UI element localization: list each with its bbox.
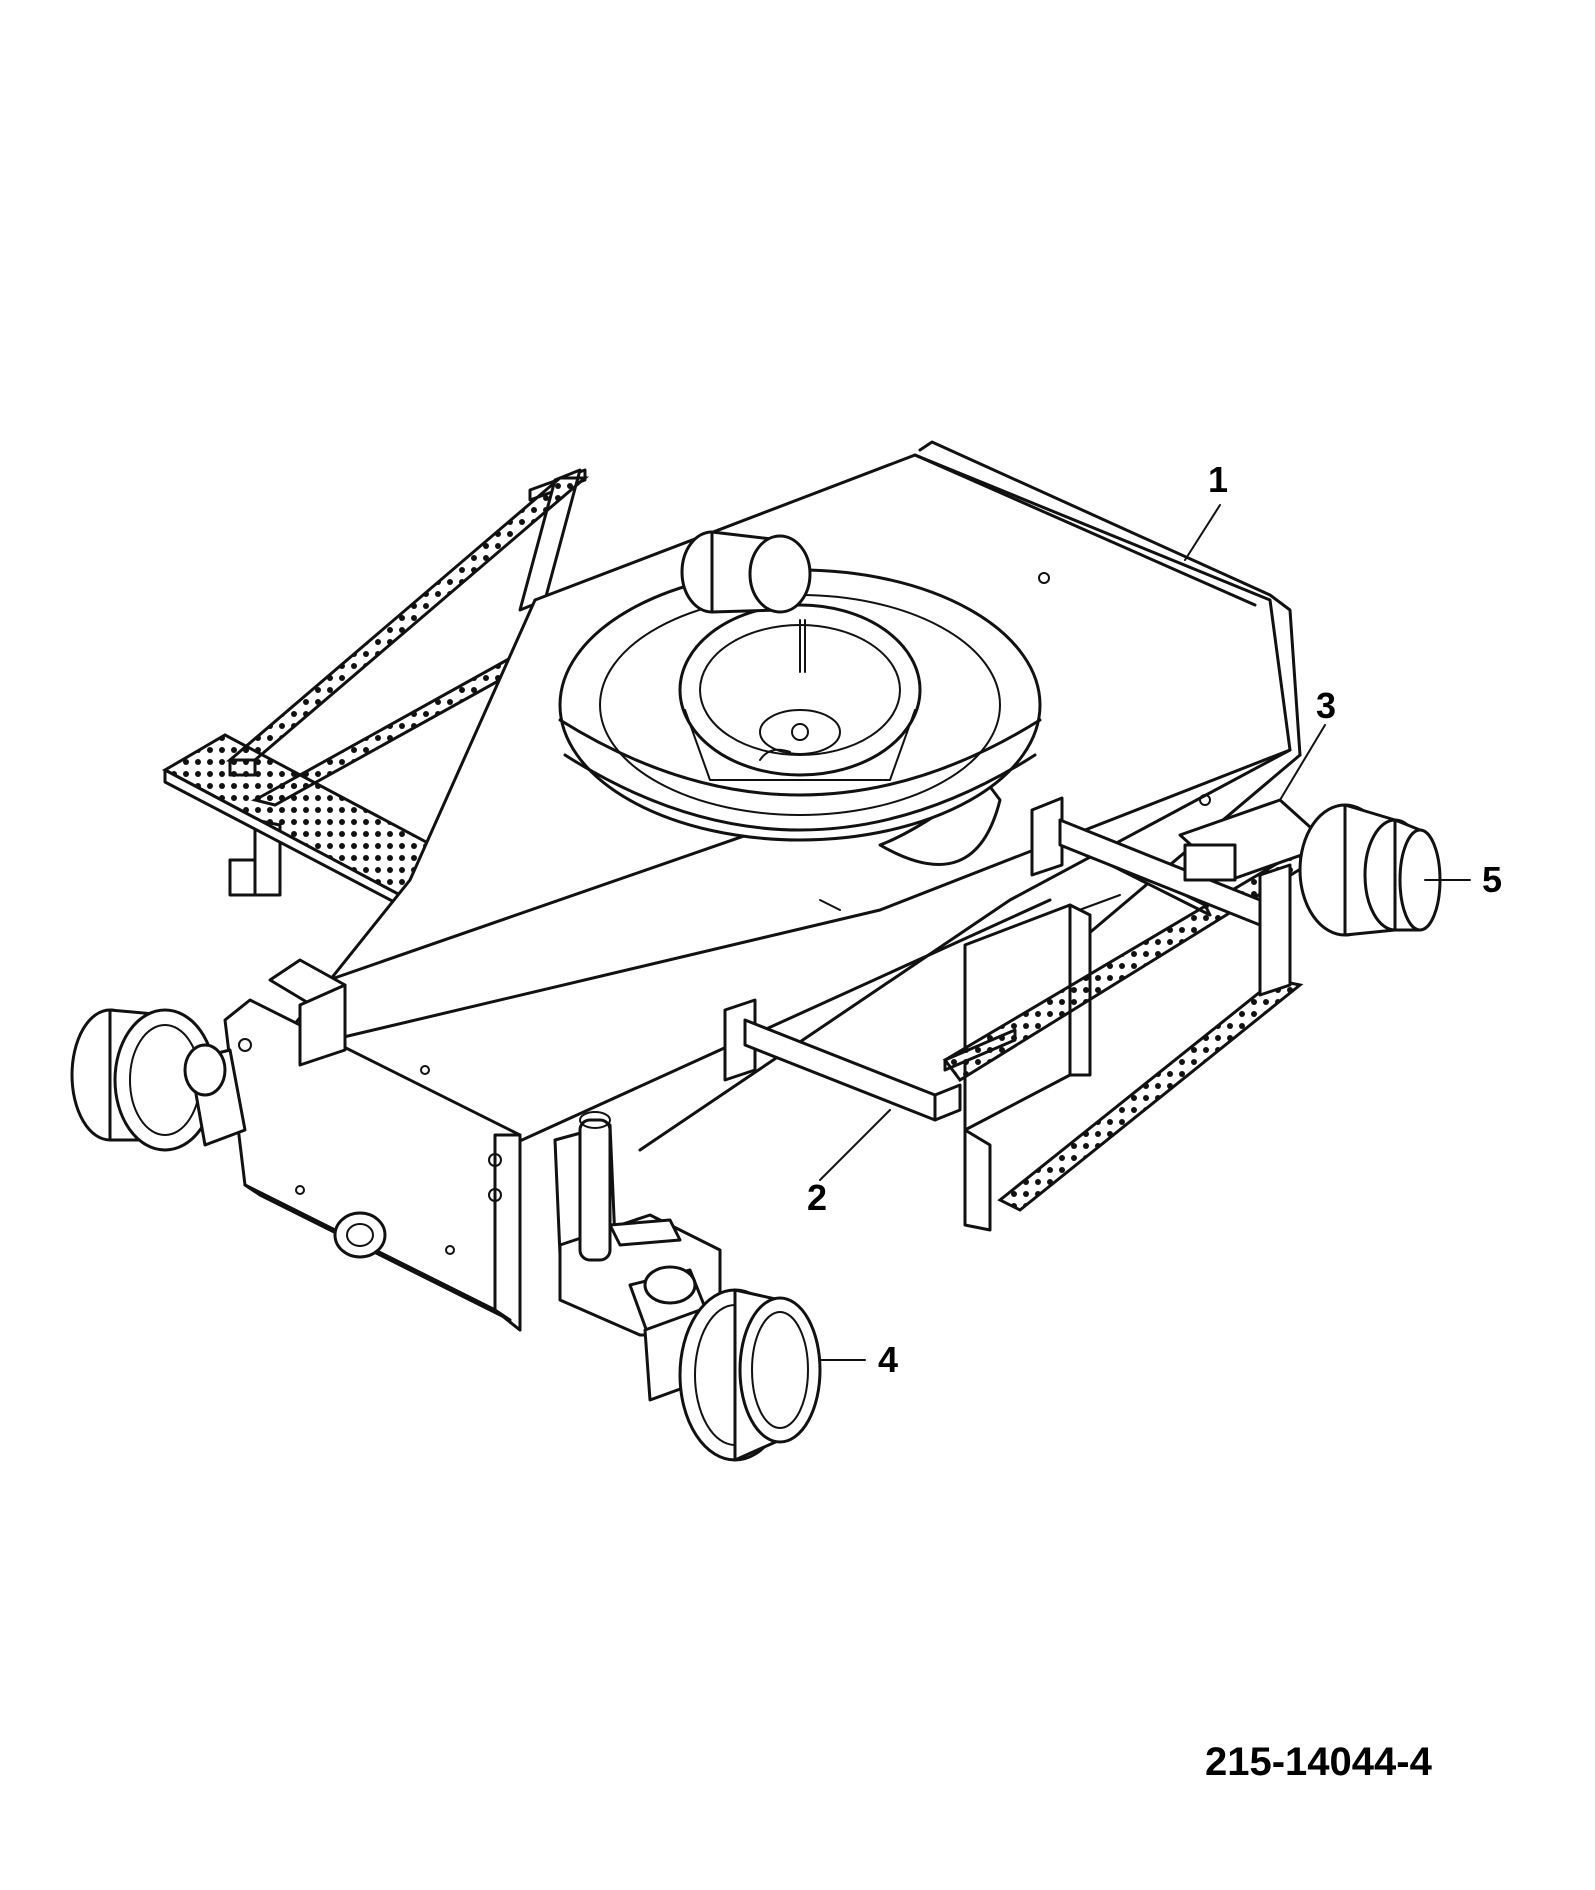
callout-4-label: 4 <box>878 1339 898 1380</box>
callout-leaders <box>819 504 1471 1361</box>
front-axle <box>1030 796 1442 937</box>
rear-hidden-wheel <box>680 530 812 614</box>
callout-2-label: 2 <box>807 1177 827 1218</box>
callout-5-label: 5 <box>1482 859 1502 900</box>
rear-left-wheel <box>70 1008 247 1152</box>
rear-axle-housing <box>223 958 722 1337</box>
rear-step-ladder <box>161 468 590 907</box>
turntable-bearing <box>558 568 1042 867</box>
cross-member <box>723 998 962 1122</box>
front-left-wheel <box>628 1265 822 1462</box>
callout-3-label: 3 <box>1316 685 1336 726</box>
callout-1-label: 1 <box>1208 459 1228 500</box>
drawing-number: 215-14044-4 <box>1205 1740 1433 1784</box>
